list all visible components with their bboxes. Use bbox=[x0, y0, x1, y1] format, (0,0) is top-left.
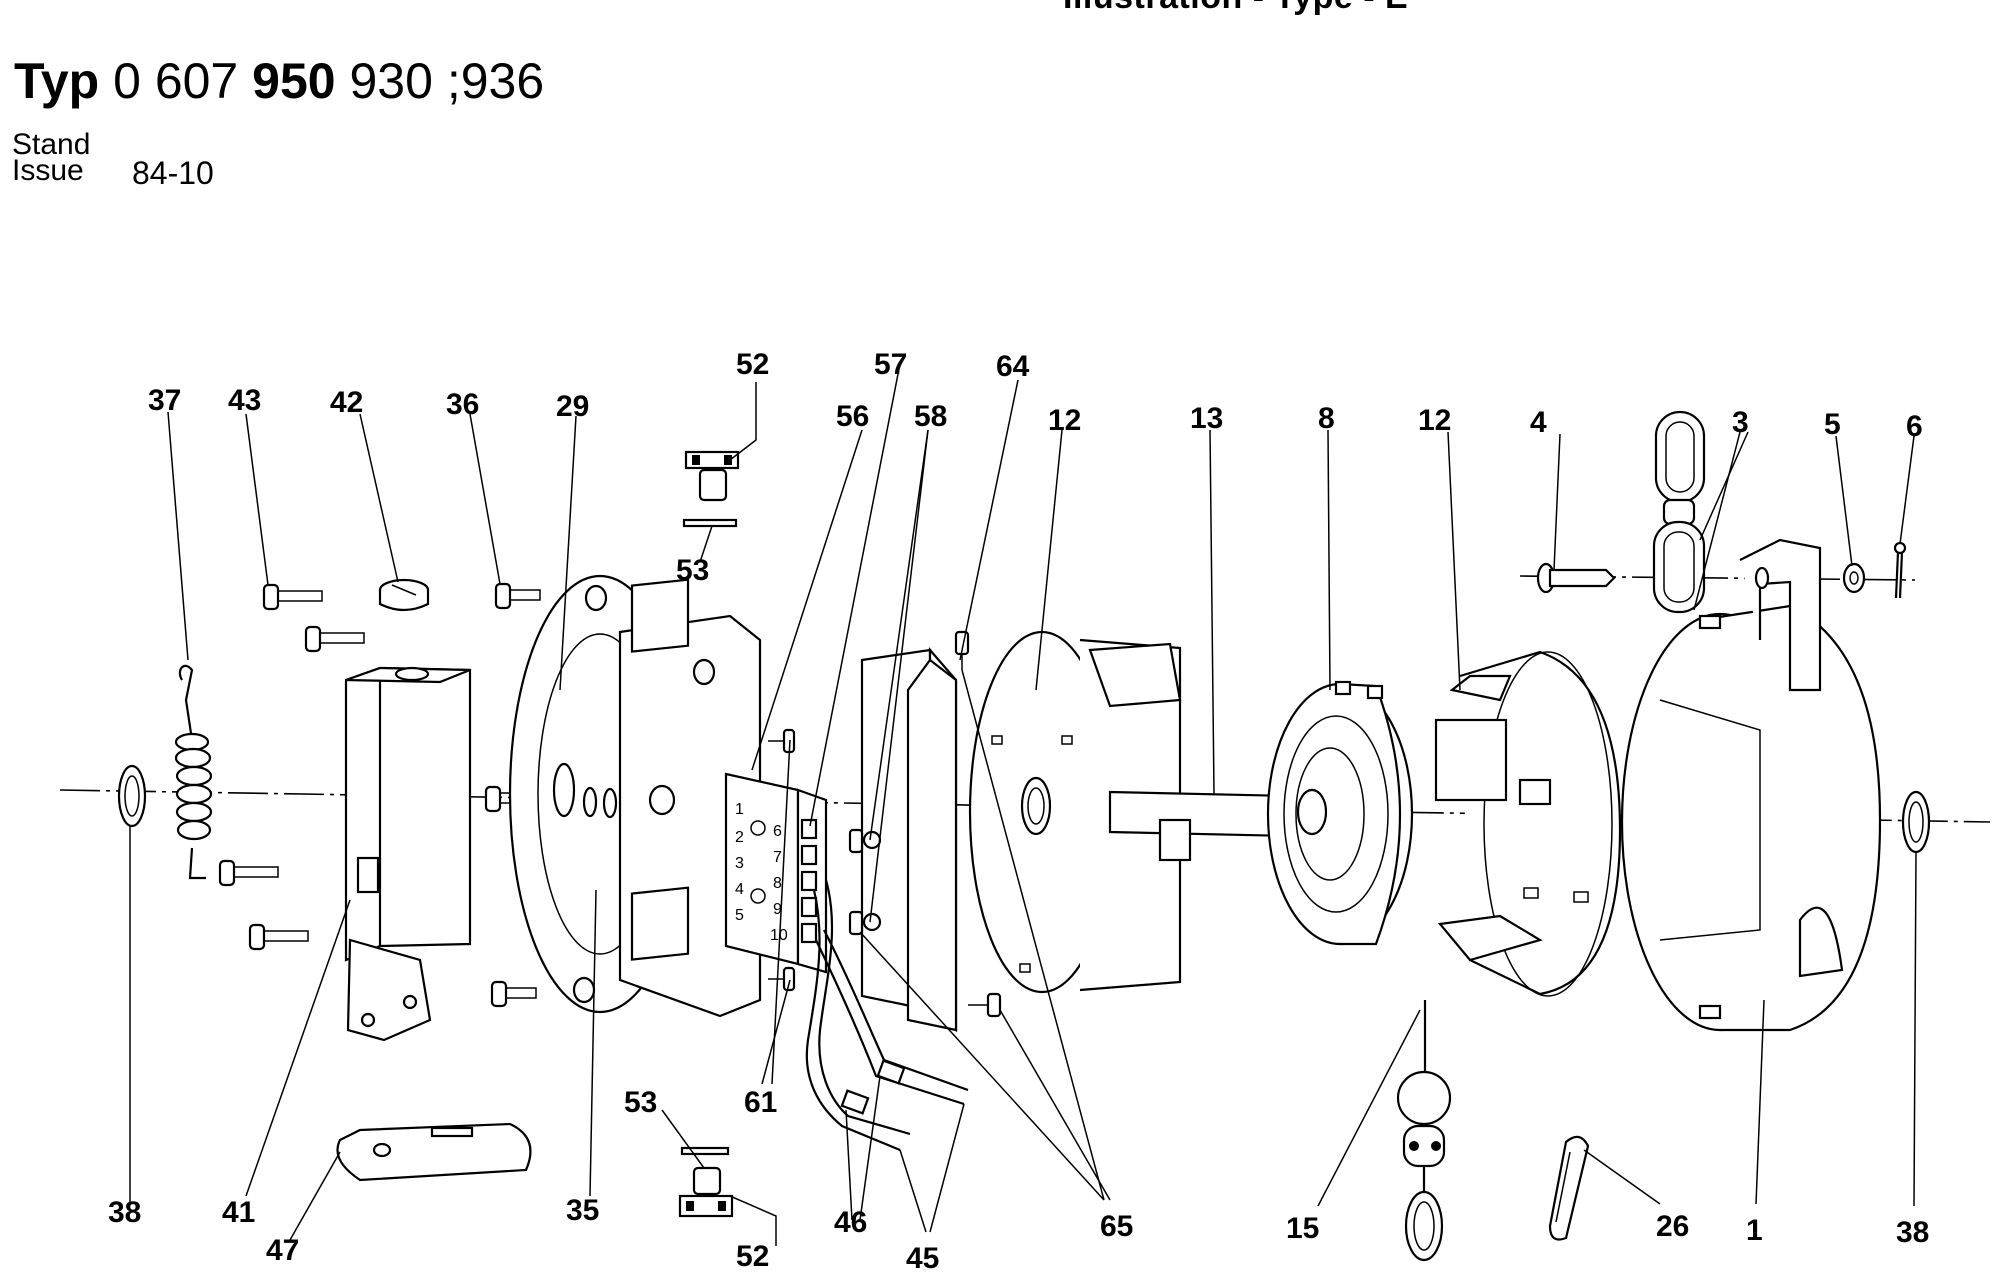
callout-57: 57 bbox=[874, 348, 907, 381]
callout-38-right: 38 bbox=[1896, 1216, 1929, 1249]
terminal-number: 7 bbox=[773, 849, 782, 866]
part-36-screws bbox=[484, 582, 541, 1008]
part-4-pin bbox=[1536, 562, 1616, 594]
callout-47: 47 bbox=[266, 1234, 299, 1267]
callout-26: 26 bbox=[1656, 1210, 1689, 1243]
part-29-mounting-plate bbox=[508, 574, 762, 1018]
part-1-main-housing bbox=[1620, 538, 1882, 1032]
part-15-rope-with-ball bbox=[1396, 1000, 1452, 1262]
part-43-screws bbox=[218, 583, 365, 951]
terminal-number: 9 bbox=[773, 901, 782, 918]
terminal-number: 4 bbox=[735, 881, 744, 898]
terminal-number: 10 bbox=[770, 927, 788, 944]
part-56-terminal-block: 1 2 3 4 5 6 7 8 9 10 bbox=[724, 772, 828, 974]
part-47-handle bbox=[336, 1122, 532, 1182]
issue-date: 84-10 bbox=[132, 155, 214, 191]
callout-45: 45 bbox=[906, 1242, 939, 1275]
callout-41: 41 bbox=[222, 1196, 255, 1229]
callout-37: 37 bbox=[148, 384, 181, 417]
type-number-part-2: 607 bbox=[154, 53, 239, 109]
part-45-46-cables bbox=[805, 879, 969, 1152]
part-52-53-lower-block bbox=[678, 1146, 734, 1218]
callout-8: 8 bbox=[1318, 402, 1335, 435]
callout-1: 1 bbox=[1746, 1214, 1763, 1247]
part-38-ring-left bbox=[117, 764, 147, 828]
illustration-type-caption: Illustration - Type - E bbox=[1063, 0, 1408, 17]
part-8-drum bbox=[1266, 680, 1414, 946]
terminal-number: 1 bbox=[735, 801, 744, 818]
callout-46: 46 bbox=[834, 1206, 867, 1239]
type-number-part-1: 0 bbox=[113, 53, 141, 109]
callout-52-bottom: 52 bbox=[736, 1240, 769, 1273]
callout-6: 6 bbox=[1906, 410, 1923, 443]
callout-53-bottom: 53 bbox=[624, 1086, 657, 1119]
part-3-swivel bbox=[1652, 410, 1706, 614]
callout-52-top: 52 bbox=[736, 348, 769, 381]
type-number-part-4: 930 bbox=[349, 53, 433, 109]
callout-64: 64 bbox=[996, 350, 1030, 383]
callout-35: 35 bbox=[566, 1194, 599, 1227]
leader-lines bbox=[129, 373, 1917, 1246]
part-38-ring-right bbox=[1901, 790, 1931, 854]
part-58-64-bracket bbox=[860, 647, 958, 1033]
part-12-housing-right bbox=[1434, 650, 1622, 997]
part-41-switch-box bbox=[344, 666, 472, 1042]
terminal-number: 6 bbox=[773, 823, 782, 840]
callout-58: 58 bbox=[914, 400, 947, 433]
part-13-shaft bbox=[1108, 790, 1292, 862]
callout-5: 5 bbox=[1824, 408, 1841, 441]
callout-56: 56 bbox=[836, 400, 869, 433]
stand-issue-labels: Stand Issue bbox=[12, 128, 91, 187]
type-word: Typ bbox=[14, 53, 100, 109]
callout-3: 3 bbox=[1732, 406, 1749, 439]
type-number-line: Typ 0 607 950 930 ;936 bbox=[14, 52, 544, 110]
part-52-53-upper-block bbox=[682, 450, 740, 528]
callout-12-right: 12 bbox=[1418, 404, 1451, 437]
issue-label: Issue bbox=[12, 154, 84, 187]
terminal-number: 5 bbox=[735, 907, 744, 924]
part-37-spring bbox=[174, 664, 213, 880]
part-65-screws bbox=[848, 630, 1002, 1018]
callout-43: 43 bbox=[228, 384, 261, 417]
part-6-split-pin bbox=[1893, 541, 1907, 599]
part-42-cap bbox=[378, 578, 430, 612]
callout-53-top: 53 bbox=[676, 554, 709, 587]
callout-61: 61 bbox=[744, 1086, 777, 1119]
part-12-housing-left bbox=[968, 630, 1182, 994]
part-5-washer bbox=[1842, 562, 1866, 594]
terminal-number: 8 bbox=[773, 875, 782, 892]
callout-42: 42 bbox=[330, 386, 363, 419]
callout-13: 13 bbox=[1190, 402, 1223, 435]
stand-label: Stand bbox=[12, 128, 91, 161]
part-26-snap-hook bbox=[1548, 1135, 1590, 1241]
callout-4: 4 bbox=[1530, 406, 1547, 439]
type-number-part-5: ;936 bbox=[446, 53, 545, 109]
callout-12-left: 12 bbox=[1048, 404, 1081, 437]
type-number-part-3: 950 bbox=[252, 53, 336, 109]
callout-65: 65 bbox=[1100, 1210, 1133, 1243]
terminal-number: 3 bbox=[735, 855, 744, 872]
callout-15: 15 bbox=[1286, 1212, 1319, 1245]
callout-36: 36 bbox=[446, 388, 479, 421]
callout-38-left: 38 bbox=[108, 1196, 141, 1229]
callout-29: 29 bbox=[556, 390, 589, 423]
terminal-number: 2 bbox=[735, 829, 744, 846]
